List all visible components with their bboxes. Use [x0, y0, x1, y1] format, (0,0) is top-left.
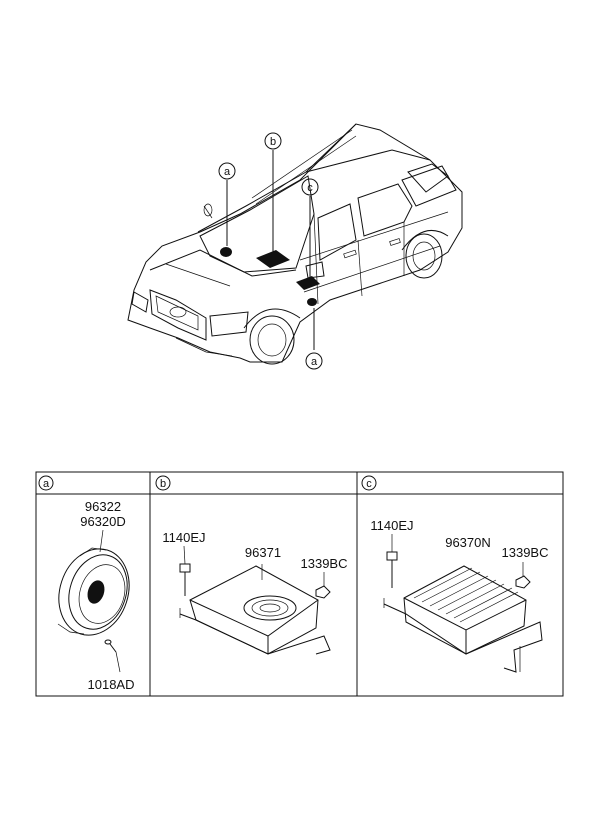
svg-text:c: c	[366, 478, 372, 490]
panel-a-header: a	[38, 475, 54, 491]
amplifier-marker	[296, 276, 320, 290]
speaker-marker-front	[220, 247, 232, 257]
part-label-1140EJ-c: 1140EJ	[370, 518, 413, 533]
svg-text:a: a	[311, 356, 318, 368]
callout-a-upper: a	[218, 162, 236, 180]
callout-b: b	[264, 132, 282, 150]
svg-text:b: b	[270, 136, 276, 148]
parts-table	[35, 471, 564, 697]
part-label-96320D: 96320D	[80, 514, 126, 529]
callout-c: c	[301, 178, 319, 196]
svg-text:c: c	[307, 182, 313, 194]
part-label-1339BC-c: 1339BC	[502, 545, 549, 560]
svg-text:a: a	[43, 478, 50, 490]
panel-c-header: c	[361, 475, 377, 491]
part-label-1140EJ-b: 1140EJ	[162, 530, 205, 545]
callout-a-lower: a	[305, 352, 323, 370]
panel-b-header: b	[155, 475, 171, 491]
part-label-96322: 96322	[85, 499, 121, 514]
part-label-1339BC-b: 1339BC	[301, 556, 348, 571]
part-label-96371: 96371	[245, 545, 281, 560]
speaker-marker-door	[307, 298, 317, 306]
panel-c-amplifier: 1140EJ 96370N 1339BC	[370, 518, 549, 673]
svg-text:b: b	[160, 478, 166, 490]
panel-b-woofer: 1140EJ 96371 1339BC	[162, 530, 348, 655]
woofer-marker	[256, 250, 290, 268]
panel-a-speaker: 96322 96320D 1018AD	[57, 499, 135, 692]
part-label-96370N: 96370N	[445, 535, 491, 550]
part-label-1018AD: 1018AD	[88, 677, 135, 692]
svg-text:a: a	[224, 166, 231, 178]
vehicle-drawing	[127, 123, 463, 365]
